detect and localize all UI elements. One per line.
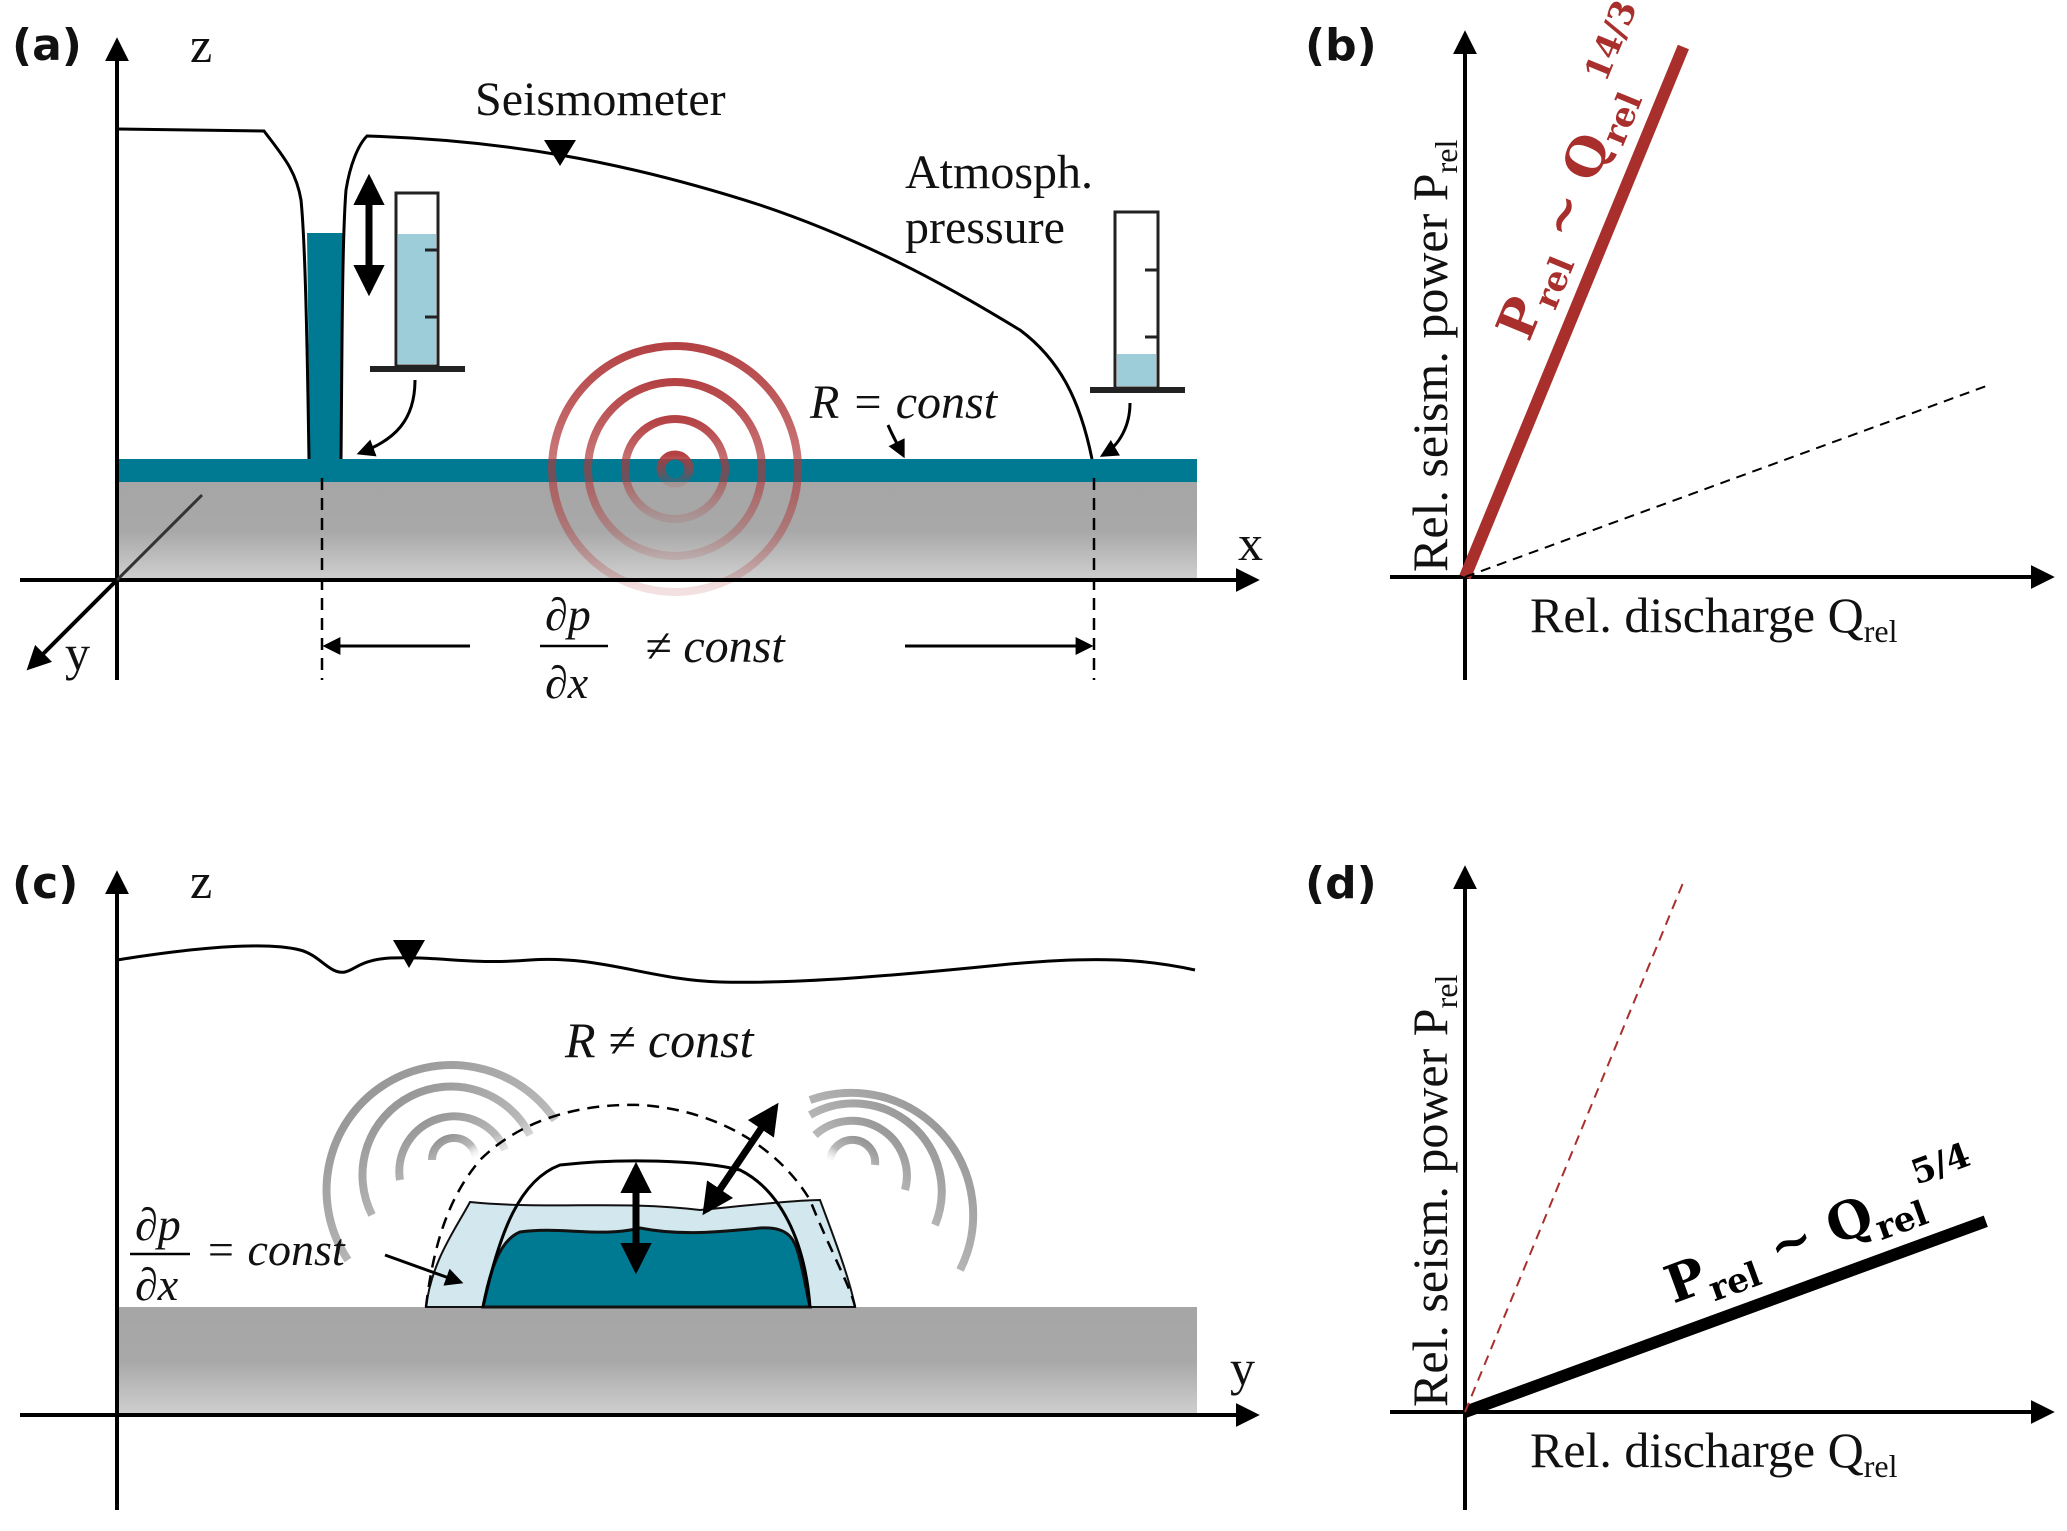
channel-radius-change-arrow <box>702 1102 779 1216</box>
y-axis-label-c: y <box>1230 1340 1255 1396</box>
radius-not-const-label: R ≠ const <box>564 1012 755 1068</box>
glacier-surface-right <box>339 134 1094 460</box>
gradient-denominator-c: ∂x <box>135 1259 179 1310</box>
glacier-surface-left <box>116 127 311 460</box>
x-axis-label-b: Rel. discharge Qrel <box>1530 587 1898 649</box>
y-axis-label-text: Rel. seism. power P <box>1402 173 1458 572</box>
atmospheric-pressure-label-line1: Atmosph. <box>905 146 1093 199</box>
panel-a: (a) Seismometer Atmosph. pressure <box>12 17 1263 708</box>
panel-label-b: (b) <box>1305 20 1377 71</box>
panel-c: (c) R ≠ const <box>12 853 1260 1510</box>
gradient-pointer-arrow-c <box>384 1253 464 1286</box>
bedrock-layer <box>117 482 1197 580</box>
seismometer-icon <box>544 140 576 166</box>
grey-ring-left-3 <box>358 1082 534 1217</box>
reference-line-d <box>1464 881 1685 1413</box>
law-line-b <box>1459 44 1689 580</box>
y-axis-label-sub: rel <box>1428 975 1464 1009</box>
grey-ring-left-2 <box>395 1112 509 1181</box>
y-axis-label-d: Rel. seism. power Prel <box>1402 975 1464 1407</box>
z-axis-label-c: z <box>190 853 212 909</box>
z-axis-label: z <box>190 17 212 73</box>
grey-ring-right-2 <box>812 1116 911 1192</box>
seismic-ring-3 <box>584 378 766 560</box>
grey-ring-right-1 <box>826 1135 880 1166</box>
channel-expanded-outline <box>424 1103 857 1308</box>
atmospheric-pressure-label-line2: pressure <box>905 201 1065 254</box>
x-axis-label-text: Rel. discharge Q <box>1530 1422 1864 1478</box>
borehole-water-gauge <box>370 191 465 372</box>
law-label-exponent: 14/3 <box>1577 0 1646 87</box>
grey-ring-right-3 <box>808 1099 946 1227</box>
seismometer-icon-c <box>393 940 425 968</box>
seismic-source-rings <box>548 342 802 596</box>
borehole-gauge-fill <box>398 234 436 364</box>
seismic-ring-1 <box>656 450 694 488</box>
grey-ring-left-1 <box>428 1134 480 1161</box>
y-axis <box>26 578 119 671</box>
seismic-rings-left <box>322 1061 559 1263</box>
panel-label-c: (c) <box>12 858 78 909</box>
gradient-relation: ≠ const <box>645 620 786 673</box>
x-axis-label: x <box>1238 515 1263 571</box>
borehole-water <box>307 233 343 459</box>
atmospheric-gauge-pointer-arrow <box>1099 402 1132 457</box>
atmospheric-pressure-gauge <box>1090 210 1185 393</box>
gradient-relation-c: = const <box>205 1224 346 1275</box>
radius-const-label: R = const <box>809 376 999 429</box>
seismic-rings-right <box>808 1088 978 1272</box>
x-axis-label-d: Rel. discharge Qrel <box>1530 1422 1898 1484</box>
radius-pointer-arrow <box>886 424 905 459</box>
gradient-denominator: ∂x <box>545 657 589 708</box>
seismometer-label: Seismometer <box>475 73 726 126</box>
x-axis-label-sub: rel <box>1864 613 1898 649</box>
y-axis-label: y <box>65 625 90 681</box>
x-axis-label-sub: rel <box>1864 1448 1898 1484</box>
bedrock-layer-c <box>117 1307 1197 1415</box>
panel-label-a: (a) <box>12 20 82 71</box>
panel-label-d: (d) <box>1305 858 1377 909</box>
x-axis-label-text: Rel. discharge Q <box>1530 587 1864 643</box>
seismic-ring-4 <box>548 342 802 596</box>
grey-ring-right-4 <box>808 1088 978 1272</box>
law-line-d <box>1462 1215 1988 1418</box>
y-axis-label-sub: rel <box>1428 140 1464 174</box>
y-axis-label-b: Rel. seism. power Prel <box>1402 140 1464 572</box>
channel-inner-water <box>481 1226 812 1309</box>
channel-wall-outline <box>481 1159 812 1308</box>
y-axis-label-text: Rel. seism. power P <box>1402 1008 1458 1407</box>
y-axis-hidden <box>115 493 204 582</box>
atmospheric-gauge-fill <box>1117 354 1156 386</box>
reference-line-b <box>1464 385 1987 578</box>
glacier-surface-c <box>116 944 1196 984</box>
law-label-d: Prel ~ Qrel5/4 <box>1653 1135 1989 1323</box>
grey-ring-left-4 <box>322 1061 559 1263</box>
gradient-numerator: ∂p <box>545 589 591 640</box>
borehole-gauge-pointer-arrow <box>356 379 417 457</box>
gradient-numerator-c: ∂p <box>135 1199 181 1250</box>
seismic-ring-2 <box>621 415 729 523</box>
law-label-exponent: 5/4 <box>1906 1135 1976 1193</box>
